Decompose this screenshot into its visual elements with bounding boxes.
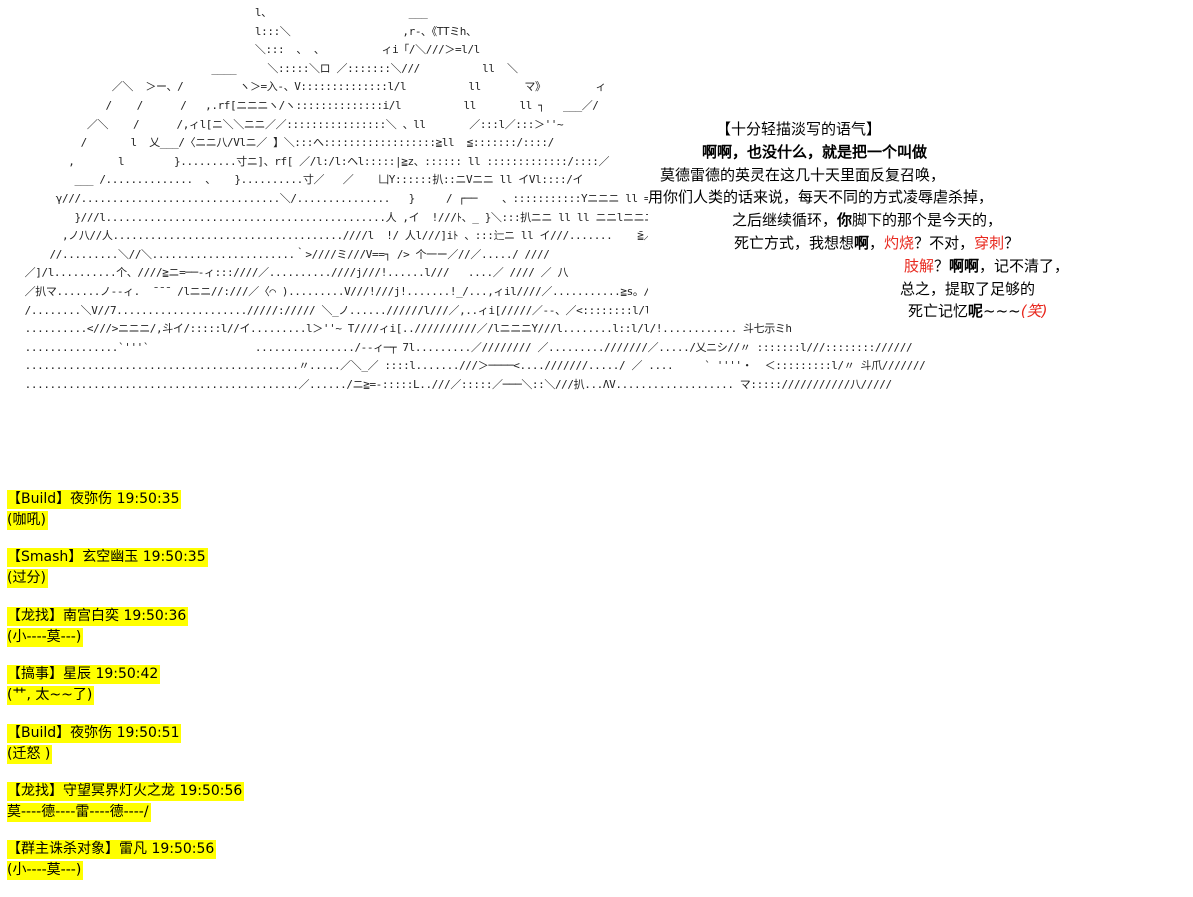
dialog-line-text: 啊啊，也没什么，就是把一个叫做 xyxy=(702,142,928,161)
dialog-seg: 脚下的那个是今天的， xyxy=(852,211,1003,230)
chat-message-header: 【搞事】星辰 19:50:42 xyxy=(7,665,161,685)
ascii-art-line: / / / ,.rf[ニニニヽ/ヽ::::::::::::::i/l ll ll… xyxy=(6,98,599,112)
chat-message: 【龙找】南宫白奕 19:50:36(小----莫---) xyxy=(7,605,507,647)
chat-timestamp: 19:50:51 xyxy=(112,724,180,741)
dialog-seg: 死亡记忆 xyxy=(908,302,969,321)
ascii-art-line: / l 乂___/〈ニニ八/Vlニ／ 】＼:::へ:::::::::::::::… xyxy=(6,136,555,150)
ascii-art-line: ／＼ ＞ー、/ ヽ＞=入‐、V::::::::::::::l/l ll マ》 ィ xyxy=(6,80,607,94)
chat-username: 玄空幽玉 xyxy=(82,549,139,566)
chat-timestamp: 19:50:36 xyxy=(119,607,187,624)
ascii-art-line: ,ノ八//人..................................… xyxy=(6,229,655,243)
dialog-line: 啊啊，也没什么，就是把一个叫做 xyxy=(648,141,1188,164)
chat-tag: 【Build】 xyxy=(7,724,71,741)
ascii-art-line: , l }.........寸ニ]、rf[ ／/l:/l:ヘl:::::|≧z、… xyxy=(6,154,610,168)
chat-message-header: 【群主诛杀对象】雷凡 19:50:56 xyxy=(7,840,217,860)
dialog-seg: ， xyxy=(869,233,885,252)
chat-username: 南宫白奕 xyxy=(63,607,119,624)
dialog-seg: ？不对， xyxy=(914,233,975,252)
dialog-seg: (笑) xyxy=(1020,302,1048,321)
chat-timestamp: 19:50:35 xyxy=(112,491,180,507)
dialog-seg: 死亡方式，我想想 xyxy=(734,233,855,252)
chat-tag: 【Smash】 xyxy=(7,549,83,566)
ascii-art-line: l、 ___ xyxy=(6,6,428,19)
chat-message-text: (迁怒 ) xyxy=(7,744,53,764)
chat-tag: 【搞事】 xyxy=(7,666,63,683)
chat-message-header: 【Build】夜弥伤 19:50:51 xyxy=(7,723,182,743)
chat-message: 【搞事】星辰 19:50:42(艹, 太~~了) xyxy=(7,663,507,706)
ascii-art-line: ..........<///>ニニニ/,斗イ/:::::l//イ........… xyxy=(6,322,792,336)
ascii-art-line: l:::＼ ,r‐､《TTミh、 xyxy=(6,24,477,38)
dialog-seg: 啊 xyxy=(854,233,870,252)
chat-message-text: (过分) xyxy=(7,569,48,589)
chat-username: 夜弥伤 xyxy=(70,724,113,741)
chat-username: 星辰 xyxy=(63,666,91,683)
dialog-seg: 穿刺 xyxy=(974,233,1005,252)
dialog-seg: 呢 xyxy=(968,302,984,321)
dialog-seg: 之后继续循环， xyxy=(732,211,838,230)
chat-message: 【Build】夜弥伤 19:50:35 (咖吼) xyxy=(7,488,507,530)
chat-message-text: (小----莫---) xyxy=(7,627,84,647)
dialog-seg: 灼烧 xyxy=(884,233,915,252)
chat-message: 【Build】夜弥伤 19:50:51(迁怒 ) xyxy=(7,722,507,764)
dialog-line: 之后继续循环，你脚下的那个是今天的， xyxy=(648,209,1188,232)
ascii-art-line: ____ ＼:::::＼ロ ／:::::::＼/// ll ＼ xyxy=(6,61,518,75)
dialog-seg: ？ xyxy=(934,256,950,275)
dialog-text: 【十分轻描淡写的语气】 啊啊，也没什么，就是把一个叫做 莫德雷德的英灵在这几十天… xyxy=(648,118,1188,324)
dialog-line: 【十分轻描淡写的语气】 xyxy=(716,120,882,138)
ascii-art-line: ＼::: ､ ､ ィi「/＼///＞=l/l xyxy=(6,43,480,57)
dialog-line: 用你们人类的话来说，每天不同的方式凌辱虐杀掉， xyxy=(648,188,994,207)
chat-username: 夜弥伤 xyxy=(70,491,113,507)
ascii-art-line: //.........＼//＼.......................｀>… xyxy=(6,247,550,261)
ascii-art-line: ／＼ / /,ィl[ニ＼＼ニニ／／::::::::::::::::＼ 、ll ／… xyxy=(6,117,564,131)
chat-username: 雷凡 xyxy=(119,841,147,858)
ascii-art-line: ／]/l..........个、////≧ニ=──-ィ:::////／.....… xyxy=(6,266,569,280)
chat-message-header: 【Smash】玄空幽玉 19:50:35 xyxy=(7,548,208,568)
chat-log: 【Build】夜弥伤 19:50:35(咖吼)【Smash】玄空幽玉 19:50… xyxy=(7,488,507,897)
chat-timestamp: 19:50:56 xyxy=(175,782,243,799)
ascii-art-line: }///l...................................… xyxy=(6,210,666,224)
ascii-art-line: ／扒マ.......ノ--ィ. ̄ ̄ ̄ /lニニ//:///／〈⌒ )...… xyxy=(6,284,752,298)
chat-message-header: 【龙找】守望冥界灯火之龙 19:50:56 xyxy=(7,781,245,801)
chat-timestamp: 19:50:56 xyxy=(147,841,215,858)
ascii-art-line: /........＼V//7...................../////… xyxy=(6,303,664,317)
chat-timestamp: 19:50:35 xyxy=(138,549,206,566)
dialog-seg: ~~~ xyxy=(983,302,1021,321)
chat-message-text: (咖吼) xyxy=(7,511,48,530)
dialog-seg: 啊啊 xyxy=(949,256,980,275)
dialog-seg: ，记不清了， xyxy=(979,256,1070,275)
chat-username: 守望冥界灯火之龙 xyxy=(63,782,175,799)
chat-message-header: 【龙找】南宫白奕 19:50:36 xyxy=(7,606,189,626)
chat-message: 【Smash】玄空幽玉 19:50:35(过分) xyxy=(7,546,507,589)
chat-message-text: (艹, 太~~了) xyxy=(7,686,95,706)
chat-message-text: 莫----德----雷----德----/ xyxy=(7,802,151,822)
chat-message-text: (小----莫---) xyxy=(7,861,84,881)
ascii-art-line: ___ /.............. 、 }..........寸／ ／ 凵Y… xyxy=(6,173,584,187)
chat-message-header: 【Build】夜弥伤 19:50:35 xyxy=(7,490,182,509)
chat-tag: 【龙找】 xyxy=(7,782,63,799)
dialog-seg: ？ xyxy=(1004,233,1020,252)
dialog-line: 总之，提取了足够的 xyxy=(900,279,1036,298)
dialog-line: 死亡方式，我想想啊，灼烧？不对，穿刺？ xyxy=(648,232,1188,255)
chat-tag: 【Build】 xyxy=(7,491,71,507)
chat-message: 【群主诛杀对象】雷凡 19:50:56(小----莫---) xyxy=(7,838,507,881)
ascii-art-line: ........................................… xyxy=(6,359,926,373)
dialog-line: 死亡记忆呢~~~(笑) xyxy=(648,300,1188,323)
dialog-line: 莫德雷德的英灵在这几十天里面反复召唤， xyxy=(660,165,946,184)
ascii-art-line: ...............`'''` ................/--… xyxy=(6,340,913,354)
dialog-seg: 肢解 xyxy=(904,256,935,275)
chat-tag: 【群主诛杀对象】 xyxy=(7,841,119,858)
dialog-seg: 你 xyxy=(837,211,853,230)
dialog-line: 肢解？啊啊，记不清了， xyxy=(648,255,1188,278)
chat-timestamp: 19:50:42 xyxy=(91,666,159,683)
chat-tag: 【龙找】 xyxy=(7,607,63,624)
ascii-art-line: ........................................… xyxy=(6,377,892,391)
